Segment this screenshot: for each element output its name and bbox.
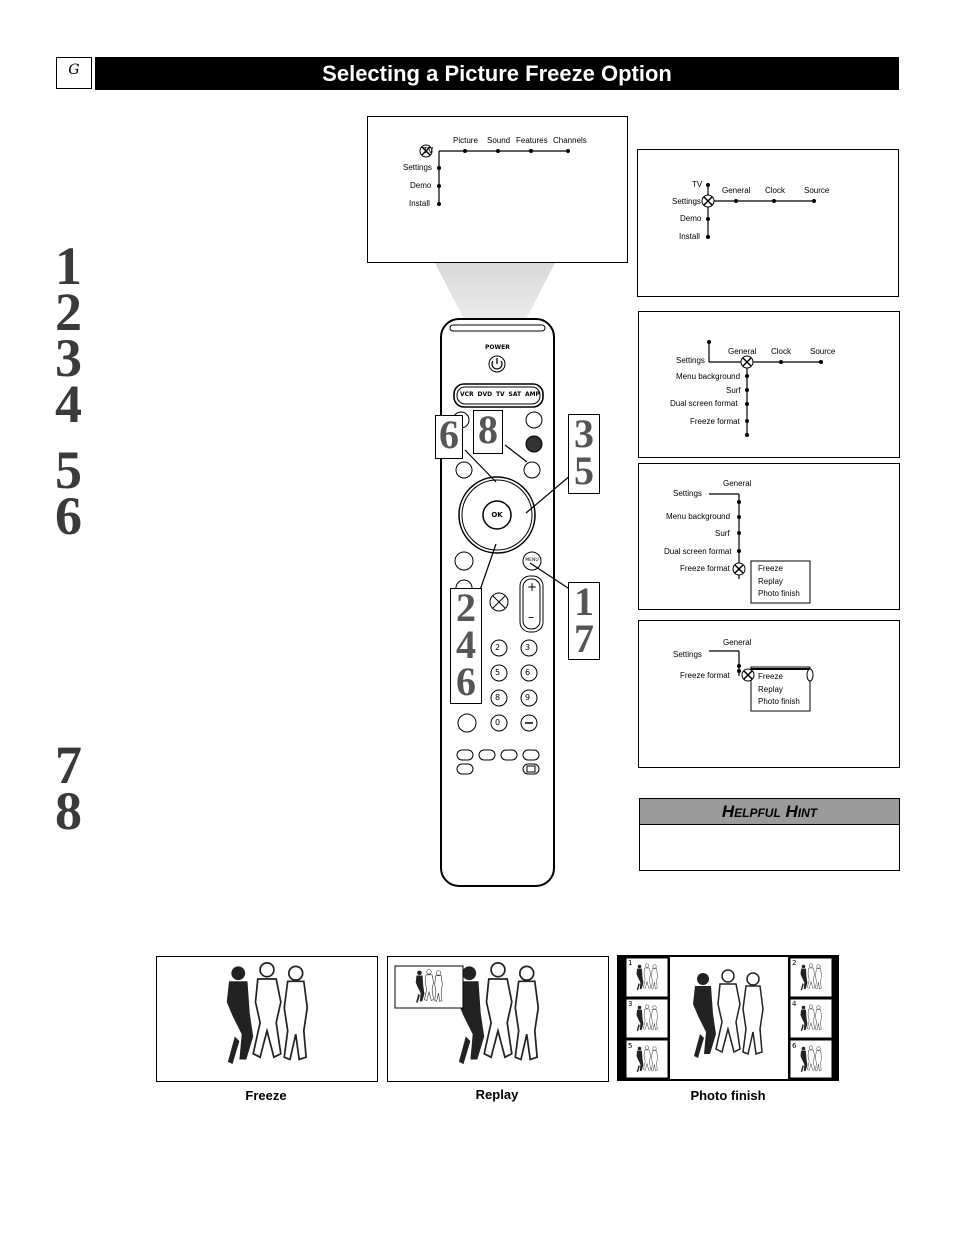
- menu-screen-freeze-format: Settings General Menu background Surf Du…: [638, 463, 900, 610]
- menu-item: Channels: [553, 136, 587, 145]
- vcr-button[interactable]: VCR: [460, 391, 474, 398]
- hint-title: Helpful Hint: [640, 799, 899, 825]
- menu-item: Dual screen format: [670, 399, 738, 408]
- volume-down-icon[interactable]: –: [528, 610, 534, 624]
- step-number: 8: [55, 781, 82, 841]
- menu-option: Replay: [758, 577, 783, 586]
- menu-screen-freeze-select: Settings General Freeze format Freeze Re…: [638, 620, 900, 768]
- section-tab: G: [56, 57, 92, 89]
- menu-option: Photo finish: [758, 589, 800, 598]
- menu-item: Picture: [453, 136, 478, 145]
- menu-item: Surf: [715, 529, 730, 538]
- frame-number: 2: [792, 959, 797, 967]
- menu-item: Freeze format: [680, 564, 730, 573]
- digit-key[interactable]: 9: [525, 693, 531, 702]
- photo-replay: [387, 956, 609, 1082]
- menu-item: General: [728, 347, 757, 356]
- menu-screen-general: Settings General Clock Source Menu backg…: [638, 311, 900, 458]
- menu-option: Replay: [758, 685, 783, 694]
- menu-item: Clock: [771, 347, 792, 356]
- menu-item: Source: [804, 186, 830, 195]
- menu-item: TV: [423, 146, 434, 155]
- menu-item: Menu background: [666, 512, 731, 521]
- menu-option: Freeze: [758, 672, 783, 681]
- callout-step-8: 8: [473, 410, 503, 454]
- menu-item: Freeze format: [690, 417, 740, 426]
- step-number: 7: [55, 735, 82, 795]
- digit-key[interactable]: 5: [495, 668, 501, 677]
- caption-replay: Replay: [475, 1087, 519, 1102]
- menu-item: Settings: [673, 489, 702, 498]
- menu-item: TV: [692, 180, 703, 189]
- menu-screen-main: TV Settings Demo Install Picture Sound F…: [367, 116, 628, 263]
- callout-pointers: [464, 444, 572, 597]
- menu-item: General: [723, 638, 752, 647]
- dvd-button[interactable]: DVD: [477, 391, 493, 398]
- ok-button[interactable]: OK: [491, 511, 503, 519]
- frame-number: 6: [792, 1042, 797, 1050]
- source-select-bar: VCR DVD TV SAT AMP: [460, 391, 540, 398]
- menu-item: Settings: [673, 650, 702, 659]
- menu-item: Menu background: [676, 372, 741, 381]
- step-number: 5: [55, 440, 82, 500]
- photo-freeze: [156, 956, 378, 1082]
- step-number: 4: [55, 374, 82, 434]
- runners-image: [625, 957, 833, 1079]
- helpful-hint-box: Helpful Hint: [639, 798, 900, 871]
- menu-item: Install: [679, 232, 700, 241]
- digit-key[interactable]: 6: [525, 668, 531, 677]
- frame-number: 1: [628, 959, 633, 967]
- menu-screen-settings: TV Settings Demo Install General Clock S…: [637, 149, 899, 297]
- step-number: 2: [55, 282, 82, 342]
- menu-item: Install: [409, 199, 430, 208]
- callout-step-6: 6: [435, 415, 463, 459]
- frame-number: 3: [628, 1000, 633, 1008]
- sat-button[interactable]: SAT: [508, 391, 522, 398]
- step-numbers-group: 1 2 3 4 5 6: [55, 236, 82, 546]
- menu-item: Settings: [672, 197, 701, 206]
- menu-item: Source: [810, 347, 836, 356]
- digit-key[interactable]: 2: [495, 643, 501, 652]
- frame-number: 4: [792, 1000, 797, 1008]
- menu-item: Demo: [680, 214, 702, 223]
- menu-item: Freeze format: [680, 671, 730, 680]
- frame-number: 5: [628, 1042, 633, 1050]
- step-number: 3: [55, 328, 82, 388]
- menu-item: Demo: [410, 181, 432, 190]
- step-number: 1: [55, 236, 82, 296]
- volume-up-icon[interactable]: +: [527, 580, 538, 594]
- digit-key[interactable]: 0: [495, 718, 501, 727]
- amp-button[interactable]: AMP: [524, 391, 540, 398]
- menu-button[interactable]: MENU: [525, 558, 539, 563]
- remote-beam: [435, 263, 555, 321]
- photo-photo-finish: 1 2 3 4 5 6: [617, 955, 839, 1081]
- caption-photo-finish: Photo finish: [690, 1088, 766, 1103]
- runners-image: [394, 962, 540, 1065]
- digit-key[interactable]: 8: [495, 693, 501, 702]
- runners-image: [225, 962, 309, 1065]
- menu-option: Freeze: [758, 564, 783, 573]
- menu-item: Sound: [487, 136, 511, 145]
- menu-option: Photo finish: [758, 697, 800, 706]
- menu-item: Settings: [403, 163, 432, 172]
- digit-key[interactable]: 3: [525, 643, 531, 652]
- menu-item: Features: [516, 136, 548, 145]
- menu-item: Settings: [676, 356, 705, 365]
- page-title: Selecting a Picture Freeze Option: [95, 57, 899, 90]
- step-number: 6: [55, 486, 82, 546]
- menu-item: Surf: [726, 386, 741, 395]
- menu-item: General: [723, 479, 752, 488]
- power-button[interactable]: [489, 356, 505, 372]
- menu-item: General: [722, 186, 751, 195]
- menu-item: Dual screen format: [664, 547, 732, 556]
- menu-item: Clock: [765, 186, 786, 195]
- caption-freeze: Freeze: [245, 1088, 287, 1103]
- step-numbers-group: 7 8: [55, 735, 82, 841]
- power-label: POWER: [485, 344, 510, 351]
- tv-button[interactable]: TV: [495, 391, 505, 398]
